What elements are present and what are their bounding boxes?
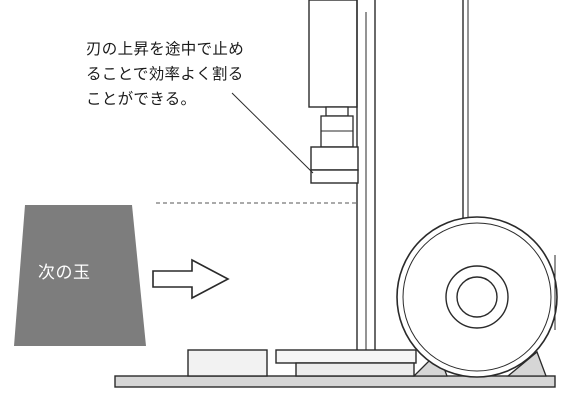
base-plate bbox=[114, 375, 556, 388]
callout-leader bbox=[231, 92, 314, 174]
log-wedge-right bbox=[506, 350, 547, 377]
blade-head bbox=[310, 146, 359, 171]
right-arrow-icon bbox=[152, 258, 230, 300]
callout-text: 刃の上昇を途中で止め ることで効率よく割る ことができる。 bbox=[86, 37, 286, 112]
blade-edge bbox=[310, 169, 359, 184]
next-block-label: 次の玉 bbox=[38, 263, 91, 283]
hydraulic-column bbox=[308, 0, 358, 108]
blade-neck-upper bbox=[325, 106, 349, 117]
callout-line-3: ことができる。 bbox=[86, 90, 197, 108]
next-block bbox=[14, 205, 146, 346]
callout-line-1: 刃の上昇を途中で止め bbox=[86, 40, 245, 58]
log-end-view bbox=[396, 216, 558, 378]
log-tray-bottom bbox=[295, 362, 415, 377]
callout-line-2: ることで効率よく割る bbox=[86, 65, 244, 83]
log-tray-top bbox=[275, 349, 417, 364]
ground-block bbox=[187, 349, 268, 377]
